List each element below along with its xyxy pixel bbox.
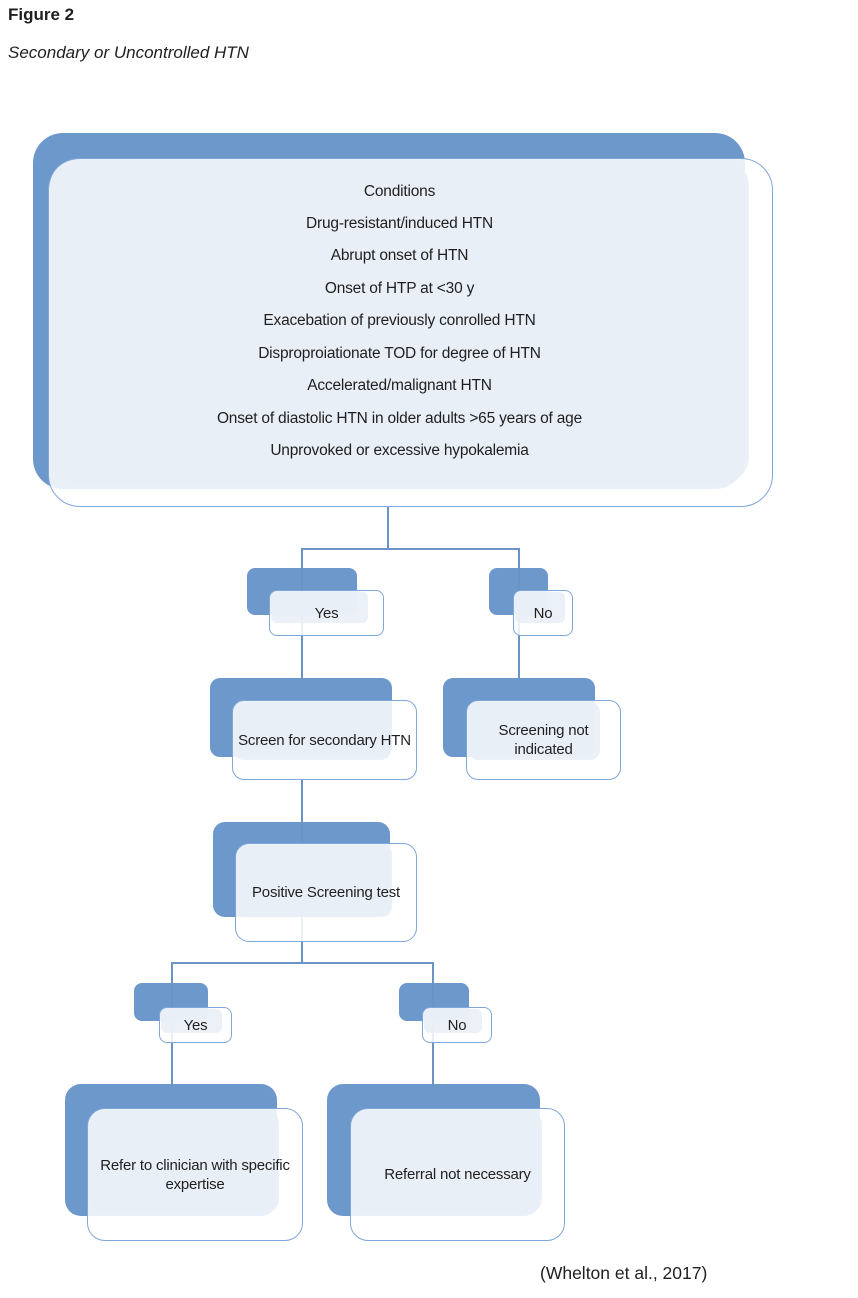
refer-clinician-node: Refer to clinician with specific experti… [87,1108,303,1241]
no1-node: No [513,590,573,636]
screening-not-indicated-node-fill [468,702,600,760]
refer-clinician-node-fill [89,1110,280,1214]
screening-not-indicated-node: Screening not indicated [466,700,621,780]
condition-item: Unprovoked or excessive hypokalemia [270,441,529,459]
citation: (Whelton et al., 2017) [540,1263,708,1283]
refer-clinician-label: Refer to clinician with specific experti… [100,1156,290,1193]
yes2-node-fill [161,1009,223,1033]
condition-item: Accelerated/malignant HTN [307,377,492,395]
positive-screening-node-fill [237,845,392,917]
no2-node-fill [424,1009,483,1033]
screen-secondary-node-fill [234,702,392,760]
positive-screening-node: Positive Screening test [235,843,417,942]
condition-item: Onset of diastolic HTN in older adults >… [216,409,583,427]
connector-branch1-horizontal [301,548,520,550]
referral-not-necessary-node-fill [352,1110,542,1214]
conditions-list: Conditions Drug-resistant/induced HTN Ab… [50,176,749,468]
no2-label: No [447,1016,467,1034]
screen-secondary-node: Screen for secondary HTN [232,700,417,780]
connector-branch2-horizontal [171,962,434,964]
condition-item: Exacebation of previously conrolled HTN [263,312,536,330]
connector-conditions-to-branch [387,506,389,549]
condition-item: Drug-resistant/induced HTN [306,215,493,233]
condition-item: Onset of HTP at <30 y [324,279,475,297]
positive-screening-label: Positive Screening test [252,884,400,901]
referral-not-necessary-node: Referral not necessary [350,1108,565,1241]
conditions-box-fill: Conditions Drug-resistant/induced HTN Ab… [50,160,749,483]
yes2-node: Yes [159,1007,232,1043]
no1-label: No [533,604,553,622]
referral-not-necessary-label: Referral not necessary [384,1166,531,1183]
screening-not-indicated-label: Screening not indicated [498,722,589,758]
screen-secondary-label: Screen for secondary HTN [238,731,411,749]
no2-node: No [422,1007,492,1043]
conditions-heading: Conditions [363,182,436,200]
figure-title: Secondary or Uncontrolled HTN [8,43,249,62]
yes1-node: Yes [269,590,384,636]
condition-item: Disproproiationate TOD for degree of HTN [258,344,541,362]
conditions-box: Conditions Drug-resistant/induced HTN Ab… [48,158,773,507]
figure-label: Figure 2 [8,5,75,24]
yes1-label: Yes [314,604,339,622]
condition-item: Abrupt onset of HTN [330,247,469,265]
no1-node-fill [515,592,565,623]
yes2-label: Yes [183,1016,208,1034]
yes1-node-fill [271,592,369,623]
